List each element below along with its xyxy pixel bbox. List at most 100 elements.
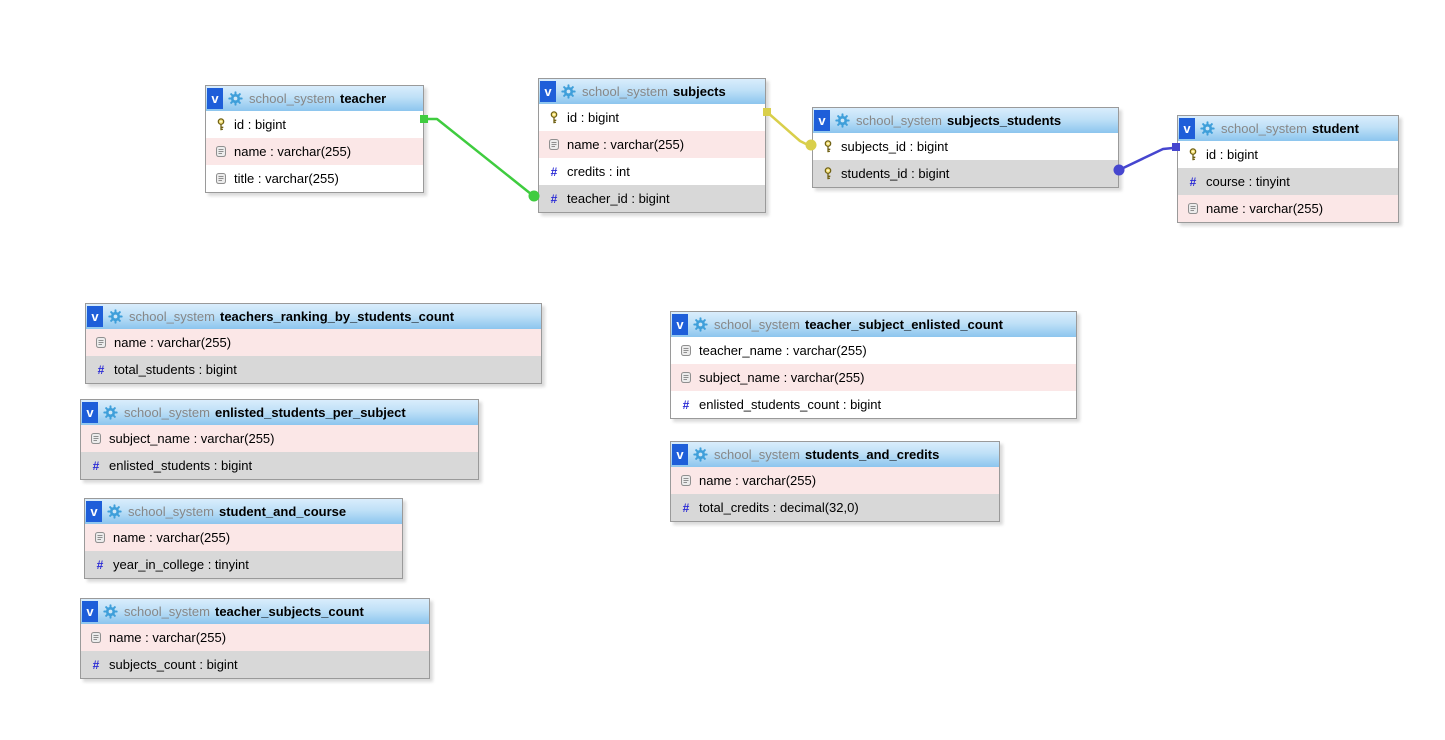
column-row-title[interactable]: title : varchar(255) xyxy=(206,165,423,192)
collapse-toggle-button[interactable]: v xyxy=(540,81,556,102)
collapse-toggle-button[interactable]: v xyxy=(207,88,223,109)
column-row-name[interactable]: name : varchar(255) xyxy=(1178,195,1398,222)
column-name: name xyxy=(567,137,600,152)
column-type: tinyint xyxy=(1255,174,1290,189)
column-row-name[interactable]: name : varchar(255) xyxy=(81,624,429,651)
column-type: bigint xyxy=(916,139,948,154)
collapse-toggle-button[interactable]: v xyxy=(82,402,98,423)
text-field-icon xyxy=(1187,203,1199,214)
column-row-teacher_id[interactable]: #teacher_id : bigint xyxy=(539,185,765,212)
gear-icon[interactable] xyxy=(103,405,118,420)
column-row-name[interactable]: name : varchar(255) xyxy=(539,131,765,158)
collapse-toggle-button[interactable]: v xyxy=(86,501,102,522)
column-type-separator: : xyxy=(731,473,743,488)
numeric-field-icon: # xyxy=(550,164,558,179)
column-row-subject_name[interactable]: subject_name : varchar(255) xyxy=(81,425,478,452)
column-row-subjects_count[interactable]: #subjects_count : bigint xyxy=(81,651,429,678)
column-row-total_credits[interactable]: #total_credits : decimal(32,0) xyxy=(671,494,999,521)
column-row-total_students[interactable]: #total_students : bigint xyxy=(86,356,541,383)
database-name-label: school_system xyxy=(124,405,210,420)
column-name: enlisted_students_count xyxy=(699,397,840,412)
column-row-year_in_college[interactable]: #year_in_college : tinyint xyxy=(85,551,402,578)
column-type-separator: : xyxy=(779,370,791,385)
column-type: int xyxy=(616,164,630,179)
column-type-separator: : xyxy=(141,630,153,645)
text-field-icon xyxy=(90,433,102,444)
column-type-separator: : xyxy=(146,335,158,350)
text-field-icon xyxy=(680,372,692,383)
column-type-separator: : xyxy=(189,431,201,446)
gear-icon[interactable] xyxy=(103,604,118,619)
column-row-name[interactable]: name : varchar(255) xyxy=(86,329,541,356)
collapse-toggle-button[interactable]: v xyxy=(672,444,688,465)
text-field-icon xyxy=(680,475,692,486)
gear-icon[interactable] xyxy=(561,84,576,99)
column-row-course[interactable]: #course : tinyint xyxy=(1178,168,1398,195)
column-name: students_id xyxy=(841,166,908,181)
column-row-enlisted_students_count[interactable]: #enlisted_students_count : bigint xyxy=(671,391,1076,418)
gear-icon[interactable] xyxy=(693,447,708,462)
gear-icon[interactable] xyxy=(228,91,243,106)
database-name-label: school_system xyxy=(128,504,214,519)
column-row-credits[interactable]: #credits : int xyxy=(539,158,765,185)
column-type: bigint xyxy=(587,110,620,125)
column-row-students_id[interactable]: students_id : bigint xyxy=(813,160,1118,187)
collapse-toggle-button[interactable]: v xyxy=(1179,118,1195,139)
numeric-field-icon: # xyxy=(97,362,105,377)
collapse-toggle-button[interactable]: v xyxy=(82,601,98,622)
gear-icon[interactable] xyxy=(835,113,850,128)
column-type-separator: : xyxy=(1245,174,1256,189)
collapse-toggle-button[interactable]: v xyxy=(814,110,830,131)
column-row-enlisted_students[interactable]: #enlisted_students : bigint xyxy=(81,452,478,479)
column-row-name[interactable]: name : varchar(255) xyxy=(206,138,423,165)
column-type-separator: : xyxy=(627,191,639,206)
column-row-id[interactable]: id : bigint xyxy=(1178,141,1398,168)
column-row-subjects_id[interactable]: subjects_id : bigint xyxy=(813,133,1118,160)
column-row-name[interactable]: name : varchar(255) xyxy=(671,467,999,494)
column-type: bigint xyxy=(1226,147,1259,162)
column-row-id[interactable]: id : bigint xyxy=(206,111,423,138)
column-name: id xyxy=(567,110,578,125)
table-name-label: student_and_course xyxy=(218,504,347,519)
column-type-separator: : xyxy=(204,557,215,572)
collapse-toggle-button[interactable]: v xyxy=(87,306,103,327)
gear-icon[interactable] xyxy=(693,317,708,332)
column-type: varchar(255) xyxy=(790,370,865,385)
text-field-icon xyxy=(215,146,227,157)
table-name-label: teacher_subjects_count xyxy=(214,604,364,619)
column-row-name[interactable]: name : varchar(255) xyxy=(85,524,402,551)
column-type: varchar(255) xyxy=(792,343,867,358)
column-type-separator: : xyxy=(145,530,157,545)
text-field-icon xyxy=(548,139,560,150)
gear-icon[interactable] xyxy=(1200,121,1215,136)
column-row-subject_name[interactable]: subject_name : varchar(255) xyxy=(671,364,1076,391)
collapse-toggle-button[interactable]: v xyxy=(672,314,688,335)
numeric-field-icon: # xyxy=(92,458,100,473)
column-type: varchar(255) xyxy=(156,530,231,545)
column-row-id[interactable]: id : bigint xyxy=(539,104,765,131)
table-header[interactable]: v school_system student_and_course xyxy=(85,499,402,524)
column-name: enlisted_students xyxy=(109,458,211,473)
column-row-teacher_name[interactable]: teacher_name : varchar(255) xyxy=(671,337,1076,364)
gear-icon[interactable] xyxy=(108,309,123,324)
gear-icon[interactable] xyxy=(107,504,122,519)
